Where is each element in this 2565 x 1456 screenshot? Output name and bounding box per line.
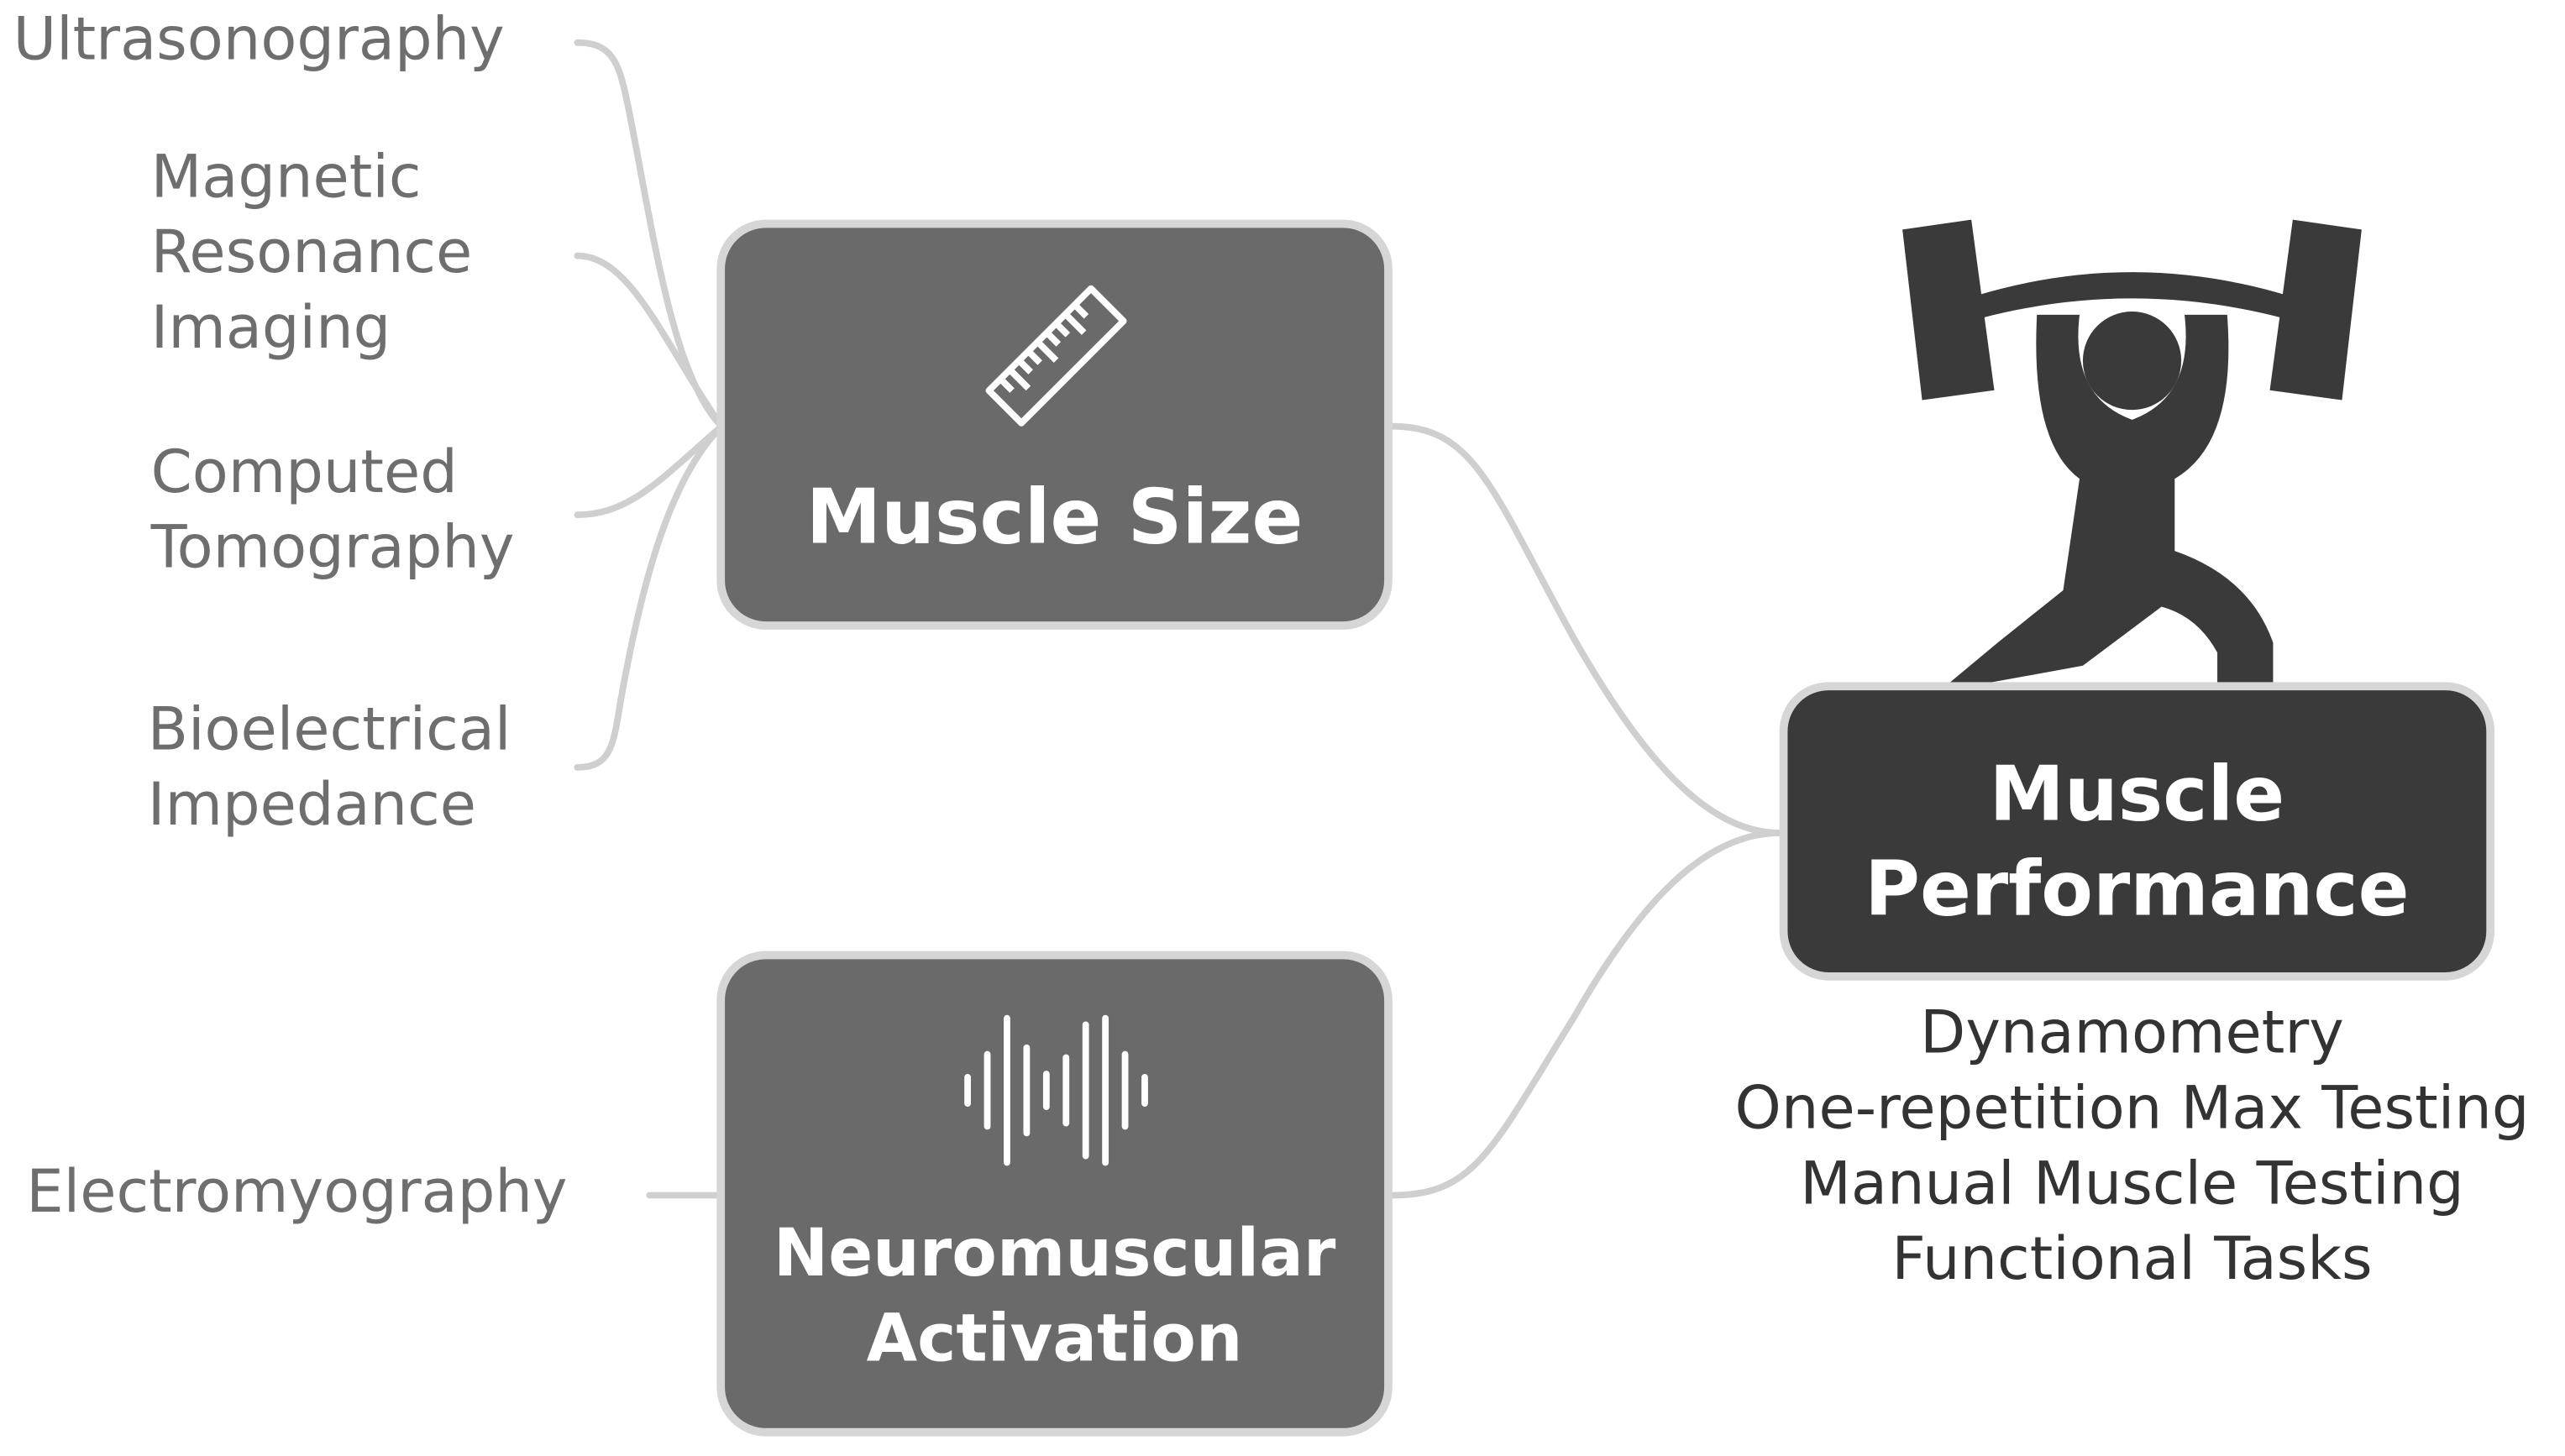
method-ultrasonography: Ultrasonography: [13, 6, 505, 74]
node-label-muscle-performance: Muscle Performance: [1865, 749, 2410, 934]
connector-ct: [574, 422, 726, 519]
method-computed-tomography: Computed Tomography: [150, 439, 515, 583]
weightlifter-icon: [1902, 219, 2362, 693]
node-muscle-performance: Muscle Performance: [1779, 682, 2495, 981]
performance-methods-list: Dynamometry One-repetition Max Testing M…: [1689, 997, 2565, 1298]
node-label-neuromuscular-activation: Neuromuscular Activation: [773, 1216, 1336, 1378]
method-electromyography: Electromyography: [26, 1159, 568, 1227]
connector-bia: [574, 422, 726, 771]
method-manual-muscle-testing: Manual Muscle Testing: [1800, 1150, 2464, 1218]
method-functional-tasks: Functional Tasks: [1891, 1226, 2373, 1294]
method-bioelectrical-impedance: Bioelectrical Impedance: [147, 696, 511, 840]
node-label-muscle-size: Muscle Size: [805, 472, 1303, 561]
method-dynamometry: Dynamometry: [1920, 1000, 2344, 1068]
connector-size-performance: [1388, 422, 1783, 836]
connector-activation-performance: [1388, 830, 1783, 1199]
node-neuromuscular-activation: Neuromuscular Activation: [716, 951, 1393, 1437]
method-one-repetition-max-testing: One-repetition Max Testing: [1734, 1075, 2530, 1144]
ruler-icon: [985, 285, 1127, 427]
connector-ultrasonography: [574, 39, 726, 430]
connector-mri: [574, 252, 726, 430]
method-mri: Magnetic Resonance Imaging: [150, 144, 473, 363]
node-muscle-size: Muscle Size: [716, 219, 1393, 630]
sound-wave-icon: [964, 1014, 1148, 1166]
